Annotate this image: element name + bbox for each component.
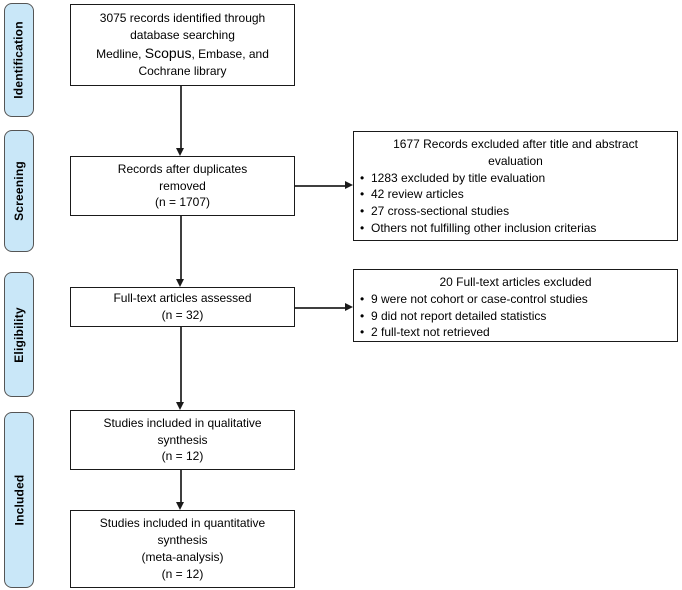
stage-eligibility-label: Eligibility (12, 306, 27, 363)
arrowhead-down-icon (176, 402, 184, 410)
quantitative-line: Studies included in quantitative (99, 516, 266, 531)
flow-box-records-identified: 3075 records identified through database… (70, 4, 295, 86)
connector-fulltext-to-exclusion (295, 307, 345, 309)
exclusion-bullet-text: 9 did not report detailed statistics (371, 308, 547, 323)
exclusion-bullet-text: 2 full-text not retrieved (371, 325, 490, 340)
stage-included: Included (4, 412, 34, 588)
exclusion-title-line: evaluation (488, 153, 543, 168)
connector-fulltext-to-qualitative (180, 327, 182, 402)
flow-box-qualitative-synthesis: Studies included in qualitative synthesi… (70, 410, 295, 470)
bullet-icon: • (360, 291, 365, 306)
connector-duplicates-to-exclusion (295, 185, 345, 187)
bullet-icon: • (360, 170, 365, 185)
exclusion-bullet-text: 1283 excluded by title evaluation (371, 170, 546, 185)
exclusion-box-title-abstract: 1677 Records excluded after title and ab… (353, 131, 678, 241)
flow-box-quantitative-synthesis: Studies included in quantitative synthes… (70, 510, 295, 588)
records-identified-line: 3075 records identified through (99, 11, 266, 25)
exclusion-bullet: • 42 review articles (360, 186, 671, 203)
connector-qualitative-to-quantitative (180, 470, 182, 502)
exclusion-bullet-text: Others not fulfilling other inclusion cr… (371, 220, 597, 235)
exclusion-bullet: • 27 cross-sectional studies (360, 203, 671, 220)
duplicates-removed-line: removed (159, 178, 206, 193)
exclusion-bullet: • 9 were not cohort or case-control stud… (360, 291, 671, 308)
duplicates-removed-count: (n = 1707) (154, 195, 211, 210)
records-identified-line: database searching (130, 27, 235, 42)
stage-screening-label: Screening (12, 161, 27, 221)
records-identified-line: Medline, Scopus, Embase, and (96, 44, 269, 64)
databases-text: , Embase, and (191, 46, 269, 61)
fulltext-assessed-line: Full-text articles assessed (113, 291, 252, 306)
connector-duplicates-to-fulltext (180, 216, 182, 279)
stage-screening: Screening (4, 130, 34, 252)
exclusion-box-fulltext: 20 Full-text articles excluded • 9 were … (353, 269, 678, 342)
exclusion-title-line: 1677 Records excluded after title and ab… (393, 137, 638, 151)
exclusion-bullet-text: 42 review articles (371, 187, 464, 202)
records-identified-line: Cochrane library (138, 64, 227, 79)
arrowhead-right-icon (345, 181, 353, 189)
arrowhead-down-icon (176, 502, 184, 510)
stage-included-label: Included (12, 474, 26, 526)
bullet-icon: • (360, 220, 365, 235)
arrowhead-down-icon (176, 279, 184, 287)
exclusion-bullet: • Others not fulfilling other inclusion … (360, 220, 671, 237)
flow-box-duplicates-removed: Records after duplicates removed (n = 17… (70, 156, 295, 216)
exclusion-bullet: • 2 full-text not retrieved (360, 324, 671, 341)
connector-identified-to-duplicates (180, 86, 182, 148)
arrowhead-down-icon (176, 148, 184, 156)
exclusion-bullet-text: 27 cross-sectional studies (371, 204, 510, 219)
flow-box-fulltext-assessed: Full-text articles assessed (n = 32) (70, 287, 295, 327)
bullet-icon: • (360, 187, 365, 202)
bullet-icon: • (360, 325, 365, 340)
bullet-icon: • (360, 308, 365, 323)
quantitative-line: synthesis (157, 533, 208, 548)
exclusion-bullet: • 9 did not report detailed statistics (360, 308, 671, 325)
fulltext-assessed-count: (n = 32) (161, 308, 204, 322)
stage-identification: Identification (4, 3, 34, 117)
qualitative-count: (n = 12) (161, 449, 204, 464)
quantitative-line: (meta-analysis) (141, 550, 224, 564)
stage-identification-label: Identification (12, 21, 26, 99)
arrowhead-right-icon (345, 303, 353, 311)
exclusion-bullet: • 1283 excluded by title evaluation (360, 170, 671, 187)
bullet-icon: • (360, 204, 365, 219)
qualitative-line: Studies included in qualitative (103, 415, 262, 430)
stage-eligibility: Eligibility (4, 272, 34, 397)
exclusion-title-line: 20 Full-text articles excluded (439, 275, 592, 289)
qualitative-line: synthesis (157, 432, 208, 447)
databases-text: Medline, (96, 46, 145, 61)
scopus-text: Scopus (144, 44, 192, 61)
duplicates-removed-line: Records after duplicates (117, 161, 248, 176)
quantitative-count: (n = 12) (161, 566, 204, 581)
exclusion-bullet-text: 9 were not cohort or case-control studie… (371, 291, 588, 306)
